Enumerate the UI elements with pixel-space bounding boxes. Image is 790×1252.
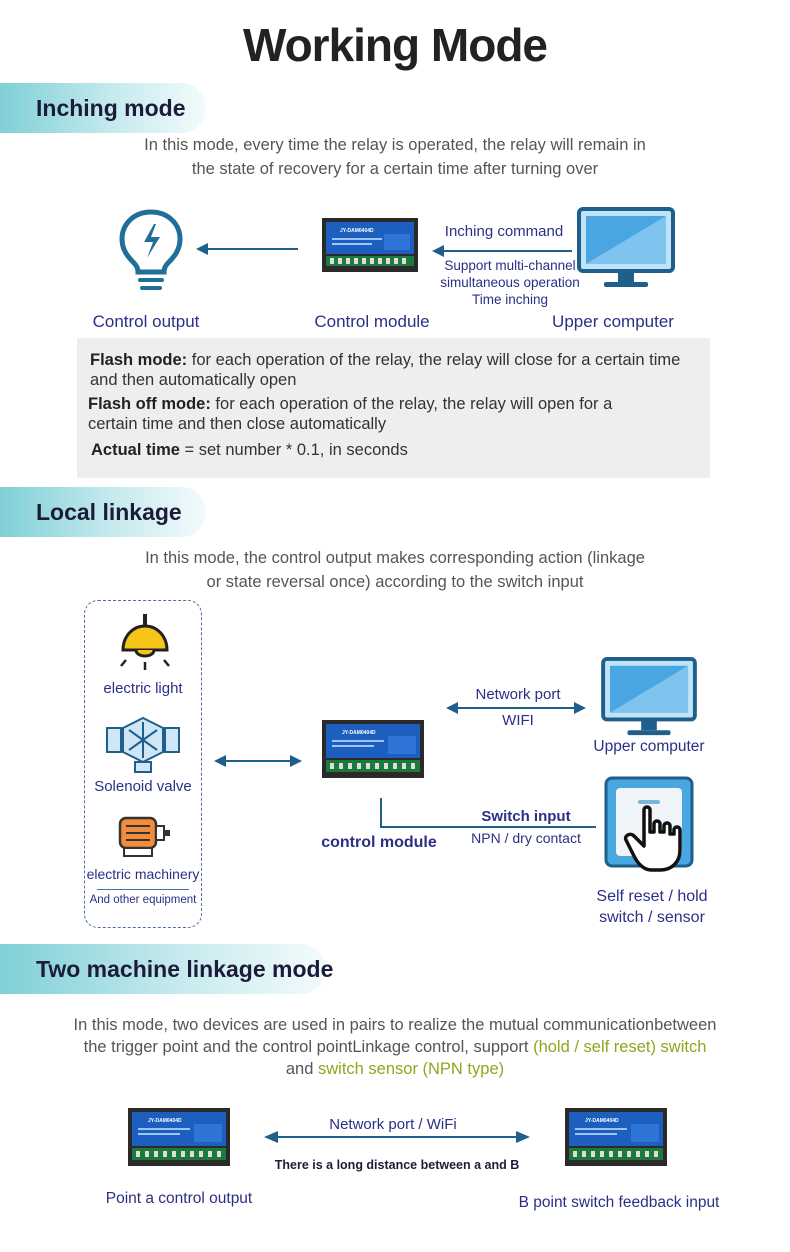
- self-reset-label: Self reset / hold switch / sensor: [572, 886, 732, 928]
- section-header-local: Local linkage: [0, 487, 206, 537]
- inching-support-text: Support multi-channel simultaneous opera…: [430, 257, 590, 308]
- wifi-label: WIFI: [502, 712, 534, 729]
- description-line: and switch sensor (NPN type): [30, 1058, 760, 1080]
- caption-control-module: control module: [321, 834, 437, 851]
- switch-input-label: Switch input: [481, 808, 571, 825]
- divider: [97, 889, 189, 890]
- inching-description: In this mode, every time the relay is op…: [60, 133, 730, 181]
- motor-icon: [116, 812, 172, 860]
- monitor-icon: [576, 206, 676, 290]
- section-title: Inching mode: [36, 95, 186, 121]
- actual-time-text: Actual time = set number * 0.1, in secon…: [91, 440, 701, 460]
- device-group: [84, 600, 202, 928]
- two-machine-description: In this mode, two devices are used in pa…: [30, 1014, 760, 1080]
- module-brand: JY-DAM0404D: [340, 228, 374, 234]
- self-reset-line: Self reset / hold: [596, 888, 708, 905]
- control-module-image: JY-DAM0404D: [322, 720, 424, 778]
- double-arrow: [264, 1130, 530, 1144]
- description-line: or state reversal once) according to the…: [206, 573, 584, 591]
- connector-line: [380, 826, 596, 828]
- flash-mode-label: Flash mode:: [90, 351, 188, 369]
- double-arrow: [214, 754, 302, 768]
- flash-off-desc: for each operation of the relay, the rel…: [210, 395, 613, 413]
- lamp-icon: [118, 614, 172, 672]
- flash-off-desc: certain time and then close automaticall…: [88, 415, 387, 433]
- caption-control-module: Control module: [314, 312, 430, 331]
- other-equipment-label: And other equipment: [89, 894, 197, 906]
- page-title: Working Mode: [242, 19, 548, 71]
- module-brand: JY-DAM0404D: [342, 730, 376, 736]
- arrow-left: [432, 244, 572, 258]
- description-line: In this mode, every time the relay is op…: [144, 136, 646, 154]
- module-brand: JY-DAM0404D: [148, 1118, 182, 1124]
- actual-time-label: Actual time: [91, 441, 180, 459]
- caption-point-b: B point switch feedback input: [518, 1194, 720, 1211]
- section-title: Two machine linkage mode: [36, 956, 334, 982]
- flash-mode-desc: and then automatically open: [90, 371, 297, 389]
- valve-icon: [105, 714, 181, 774]
- caption-control-output: Control output: [92, 312, 200, 331]
- section-header-inching: Inching mode: [0, 83, 206, 133]
- control-module-a-image: JY-DAM0404D: [128, 1108, 230, 1166]
- highlight-text: switch sensor (NPN type): [317, 1060, 505, 1078]
- flash-mode-desc: for each operation of the relay, the rel…: [187, 351, 681, 369]
- network-wifi-label: Network port / WiFi: [329, 1116, 457, 1133]
- touch-switch-icon: [604, 776, 694, 874]
- highlight-text: (hold / self reset) switch: [533, 1038, 707, 1056]
- network-port-label: Network port: [475, 686, 561, 703]
- caption-point-a: Point a control output: [105, 1190, 253, 1207]
- connector-line: [380, 798, 382, 828]
- lightbulb-icon: [118, 208, 184, 296]
- description-line: the state of recovery for a certain time…: [191, 160, 599, 178]
- section-header-two-machine: Two machine linkage mode: [0, 944, 334, 994]
- flash-off-label: Flash off mode:: [88, 395, 211, 413]
- control-module-b-image: JY-DAM0404D: [565, 1108, 667, 1166]
- device-label: electric light: [103, 680, 183, 697]
- description-text: the trigger point and the control pointL…: [83, 1038, 534, 1056]
- npn-dry-label: NPN / dry contact: [471, 830, 581, 846]
- arrow-left: [196, 242, 300, 256]
- self-reset-line: switch / sensor: [599, 909, 705, 926]
- device-label: Solenoid valve: [94, 778, 192, 795]
- device-label: electric machinery: [86, 866, 200, 882]
- flash-mode-text: Flash mode: for each operation of the re…: [90, 350, 700, 390]
- double-arrow: [446, 701, 586, 715]
- caption-upper-computer: Upper computer: [552, 312, 674, 331]
- actual-time-desc: = set number * 0.1, in seconds: [179, 441, 408, 459]
- description-line: In this mode, the control output makes c…: [145, 549, 645, 567]
- section-title: Local linkage: [36, 499, 182, 525]
- local-description: In this mode, the control output makes c…: [60, 546, 730, 594]
- inching-info-box: Flash mode: for each operation of the re…: [77, 338, 710, 478]
- description-line: the trigger point and the control pointL…: [30, 1036, 760, 1058]
- support-line: Time inching: [471, 292, 549, 307]
- inching-command-label: Inching command: [444, 223, 564, 240]
- flash-off-text: Flash off mode: for each operation of th…: [88, 394, 698, 434]
- module-brand: JY-DAM0404D: [585, 1118, 619, 1124]
- support-line: simultaneous operation: [440, 275, 580, 290]
- caption-upper-computer: Upper computer: [593, 738, 705, 755]
- description-text: and: [285, 1060, 318, 1078]
- control-module-image: JY-DAM0404D: [322, 218, 418, 272]
- description-line: In this mode, two devices are used in pa…: [73, 1016, 717, 1034]
- support-line: Support multi-channel: [444, 258, 576, 273]
- distance-note: There is a long distance between a and B: [274, 1158, 520, 1172]
- monitor-icon: [600, 656, 698, 738]
